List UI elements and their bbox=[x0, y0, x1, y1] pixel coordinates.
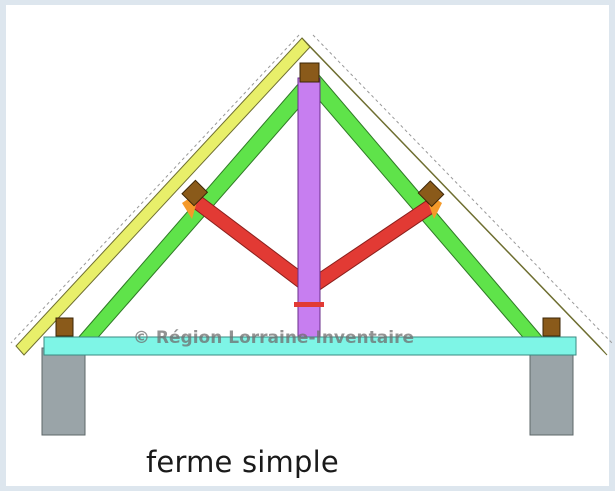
left-roof-line bbox=[10, 34, 300, 344]
copyright-watermark: © Région Lorraine-Inventaire bbox=[133, 328, 414, 348]
ridge-purlin bbox=[299, 62, 320, 83]
left-rafter bbox=[15, 37, 311, 356]
diagram-panel: © Région Lorraine-Inventaire ferme simpl… bbox=[6, 5, 613, 486]
right-wall-plate bbox=[542, 317, 561, 337]
right-roof-line bbox=[312, 34, 613, 344]
left-wall bbox=[41, 347, 86, 436]
right-purlin bbox=[417, 180, 445, 208]
right-rafter bbox=[301, 37, 608, 356]
right-wall bbox=[529, 347, 574, 436]
right-strut bbox=[309, 200, 437, 292]
roof-truss-diagram: © Région Lorraine-Inventaire bbox=[10, 34, 613, 436]
diagram-caption: ferme simple bbox=[146, 445, 339, 479]
king-post bbox=[297, 77, 321, 341]
king-post-notch bbox=[294, 302, 324, 307]
left-wall-plate bbox=[55, 317, 74, 337]
left-purlin bbox=[181, 179, 209, 207]
left-strut bbox=[191, 196, 312, 292]
tie-beam bbox=[43, 336, 577, 356]
